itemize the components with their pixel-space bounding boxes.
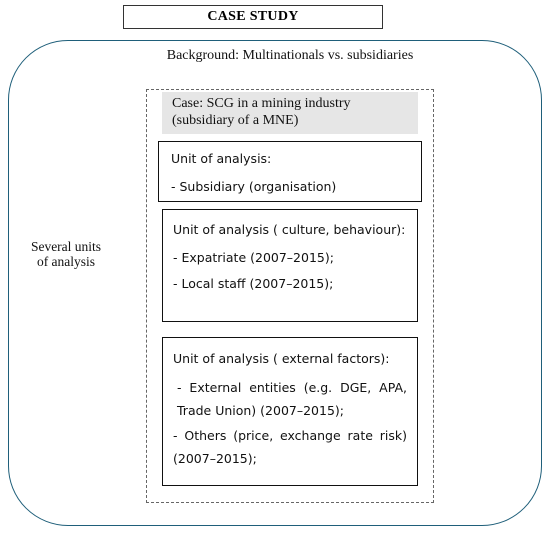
case-study-title: CASE STUDY: [123, 5, 383, 29]
dashed-case-frame: [146, 89, 434, 503]
unit-heading: Unit of analysis ( culture, behaviour):: [173, 222, 406, 237]
unit-item: - Subsidiary (organisation): [171, 179, 337, 194]
unit-of-analysis-subsidiary: Unit of analysis: - Subsidiary (organisa…: [158, 141, 422, 202]
unit-of-analysis-culture: Unit of analysis ( culture, behaviour): …: [162, 209, 418, 322]
unit-heading: Unit of analysis:: [171, 151, 272, 166]
background-label: Background: Multinationals vs. subsidiar…: [166, 48, 414, 63]
unit-item: - Others (price, exchange rate risk) (20…: [173, 428, 407, 466]
several-units-label: Several units of analysis: [30, 239, 102, 269]
unit-heading: Unit of analysis ( external factors):: [173, 351, 390, 366]
unit-item: - Expatriate (2007–2015);: [173, 250, 334, 265]
unit-item: - External entities (e.g. DGE, APA, Trad…: [177, 380, 407, 418]
unit-item: - Local staff (2007–2015);: [173, 276, 334, 291]
case-box: Case: SCG in a mining industry (subsidia…: [162, 92, 418, 134]
unit-of-analysis-external: Unit of analysis ( external factors): - …: [162, 337, 418, 486]
outer-rounded-frame: [8, 40, 542, 526]
